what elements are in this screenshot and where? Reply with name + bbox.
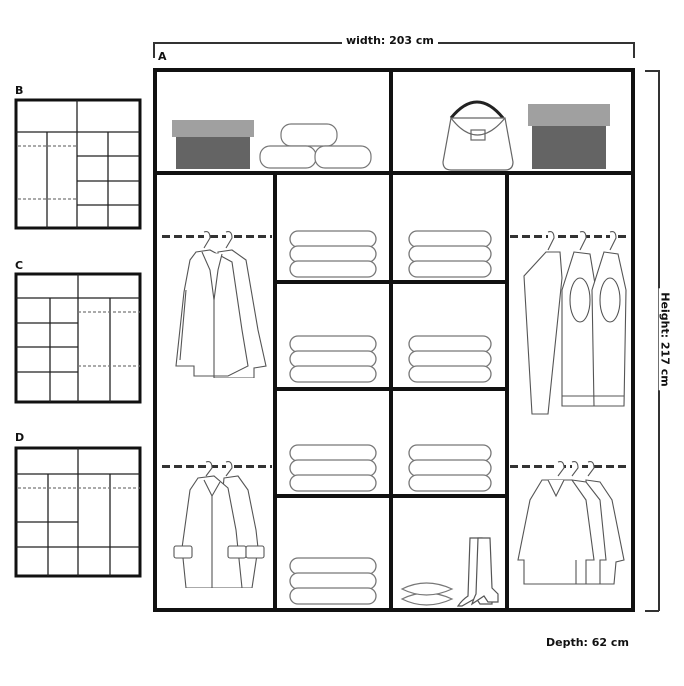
coats-icon [172,460,272,588]
hanging-rail-right-lower [510,465,628,468]
storage-box-icon [172,120,256,170]
layout-d-label: D [15,431,25,444]
handbag-icon [441,94,517,172]
top-center-divider [389,68,393,175]
layout-c-label: C [15,259,24,272]
top-compartment-shelf [153,171,635,175]
column-divider-3 [505,171,509,612]
height-dimension-top-tick [645,70,659,72]
shelf-1 [273,280,509,284]
pillows-icon [400,575,454,609]
rolled-towels-icon [259,122,373,170]
folded-clothes-icon [289,444,377,494]
hanging-rail-right-upper [510,235,628,238]
height-dimension-bottom-tick [645,610,659,612]
shelf-3 [273,494,509,498]
layout-b-diagram[interactable] [14,98,142,230]
folded-clothes-icon [289,335,377,385]
hanging-rail-left-lower [162,465,272,468]
folded-clothes-icon [289,557,377,607]
depth-label: Depth: 62 cm [546,636,629,649]
wardrobe-outer-frame [153,68,635,612]
folded-clothes-icon [408,230,492,280]
layout-b-label: B [15,84,24,97]
width-dimension-right-tick [633,42,635,58]
column-divider-1 [273,171,277,612]
width-dimension-left-tick [153,42,155,58]
folded-clothes-icon [408,444,492,494]
storage-box-icon-right [528,104,612,170]
height-label: Height: 217 cm [658,288,672,391]
layout-c-diagram[interactable] [14,272,142,404]
layout-d-diagram[interactable] [14,446,142,578]
hanging-rail-left-upper [162,235,272,238]
column-divider-2 [389,171,393,612]
shelf-2 [273,387,509,391]
shirts-icon [516,460,628,588]
folded-clothes-icon [289,230,377,280]
jackets-icon [166,230,270,378]
width-label: width: 203 cm [342,34,438,47]
folded-clothes-icon [408,335,492,385]
layout-a-label: A [158,50,167,63]
boots-icon [456,536,502,608]
sweaters-icon [518,230,630,440]
